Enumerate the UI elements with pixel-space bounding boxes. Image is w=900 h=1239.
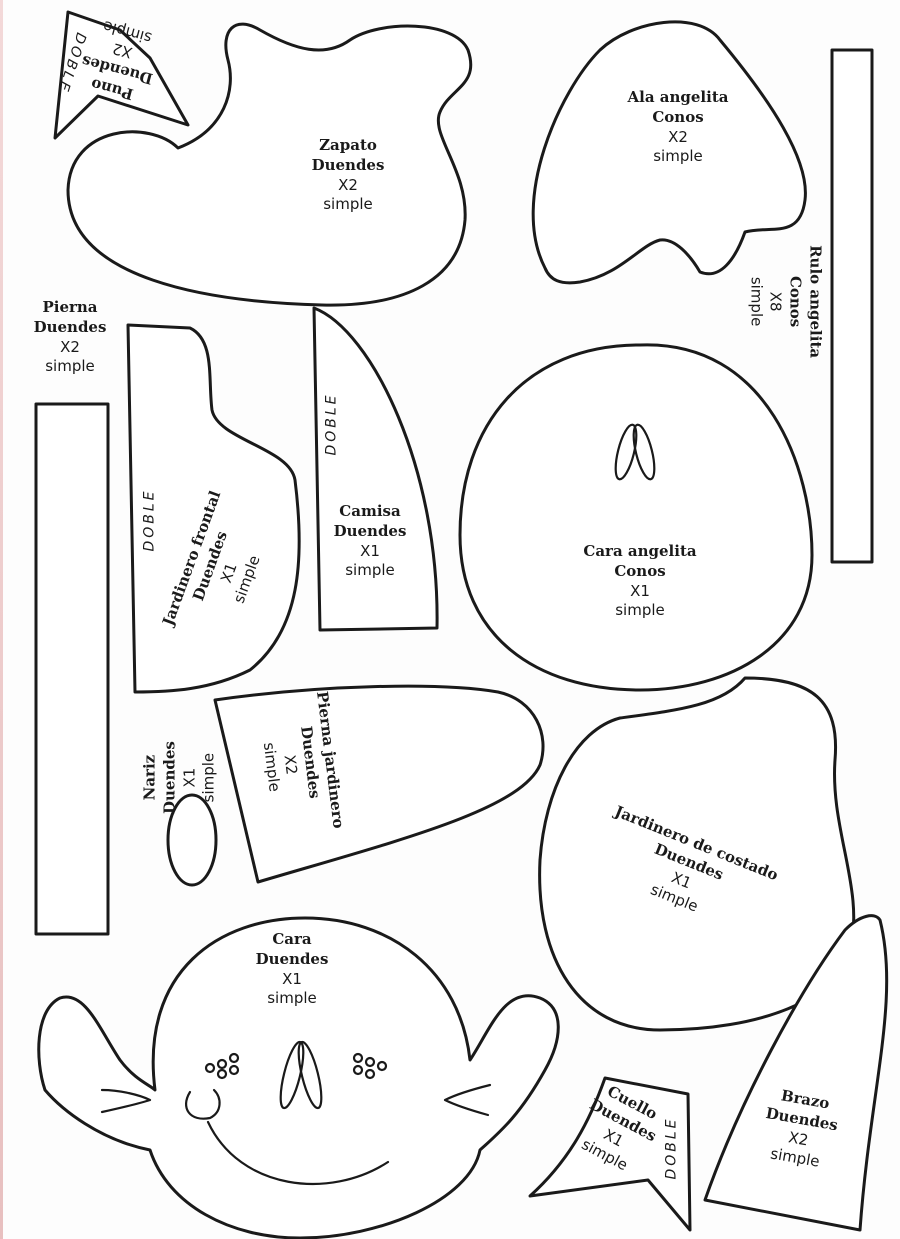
cara-name: Cara — [272, 930, 312, 948]
ala-qty: X2 — [668, 127, 688, 146]
nose-hole-right — [297, 1040, 323, 1110]
cara-type: simple — [267, 989, 317, 1008]
cara-angelita-name: Cara angelita — [583, 542, 697, 560]
ala-label: Ala angelita Conos X2 simple — [608, 88, 748, 167]
ala-piece — [531, 20, 807, 285]
puno-piece — [53, 10, 190, 140]
pierna-piece — [34, 402, 110, 936]
left-freckles — [204, 1052, 240, 1080]
jardinero-costado-piece — [538, 676, 856, 1032]
angelita-nose-right — [632, 423, 656, 481]
cara-group: Duendes — [255, 949, 329, 968]
pierna-qty: X2 — [60, 337, 80, 356]
ala-type: simple — [653, 147, 703, 166]
cara-angelita-qty: X1 — [630, 581, 650, 600]
ala-name: Ala angelita — [627, 88, 729, 106]
camisa-name: Camisa — [339, 502, 401, 520]
camisa-qty: X1 — [360, 541, 380, 560]
nariz-type: simple — [199, 752, 218, 803]
cara-angelita-group: Conos — [614, 561, 666, 580]
ala-group: Conos — [652, 107, 704, 126]
nariz-group: Duendes — [160, 741, 179, 815]
zapato-piece — [66, 22, 473, 307]
rulo-qty: X8 — [767, 291, 785, 312]
cara-label: Cara Duendes X1 simple — [242, 930, 342, 1009]
nariz-qty: X1 — [180, 767, 198, 788]
zapato-group: Duendes — [311, 155, 385, 174]
rulo-label: Rulo angelita Conos X8 simple — [745, 237, 824, 367]
rulo-type: simple — [747, 276, 766, 327]
pierna-group: Duendes — [33, 317, 107, 336]
mouth-line — [185, 1088, 221, 1120]
camisa-piece — [312, 306, 439, 632]
angelita-nose-left — [614, 423, 638, 481]
cara-angelita-label: Cara angelita Conos X1 simple — [570, 542, 710, 621]
nariz-name: Nariz — [140, 754, 159, 801]
brazo-label: Brazo Duendes X2 simple — [744, 1082, 856, 1177]
rulo-group: Conos — [786, 275, 805, 328]
zapato-qty: X2 — [338, 175, 358, 194]
zapato-name: Zapato — [319, 136, 377, 154]
right-ear-line — [443, 1083, 492, 1117]
jardinero-frontal-piece — [126, 323, 301, 694]
left-ear-line — [100, 1088, 152, 1114]
pierna-name: Pierna — [42, 298, 98, 316]
jardinero-frontal-fold: DOBLE — [141, 488, 158, 552]
nariz-piece — [166, 793, 218, 887]
zapato-label: Zapato Duendes X2 simple — [288, 136, 408, 215]
cara-angelita-type: simple — [615, 601, 665, 620]
zapato-type: simple — [323, 195, 373, 214]
pierna-jardinero-piece — [213, 684, 545, 884]
cuello-fold: DOBLE — [663, 1116, 680, 1180]
camisa-fold: DOBLE — [323, 392, 340, 456]
camisa-group: Duendes — [333, 521, 407, 540]
cuello-piece — [528, 1076, 692, 1232]
rulo-name: Rulo angelita — [806, 245, 825, 359]
camisa-type: simple — [345, 561, 395, 580]
camisa-label: Camisa Duendes X1 simple — [320, 502, 420, 581]
nariz-label: Nariz Duendes X1 simple — [140, 728, 219, 828]
smile-line — [206, 1120, 390, 1186]
pierna-type: simple — [45, 357, 95, 376]
right-freckles — [352, 1052, 388, 1080]
cara-angelita-piece — [458, 343, 814, 692]
pierna-label: Pierna Duendes X2 simple — [20, 298, 120, 377]
rulo-piece — [830, 48, 874, 564]
brazo-piece — [703, 914, 889, 1232]
cara-qty: X1 — [282, 969, 302, 988]
